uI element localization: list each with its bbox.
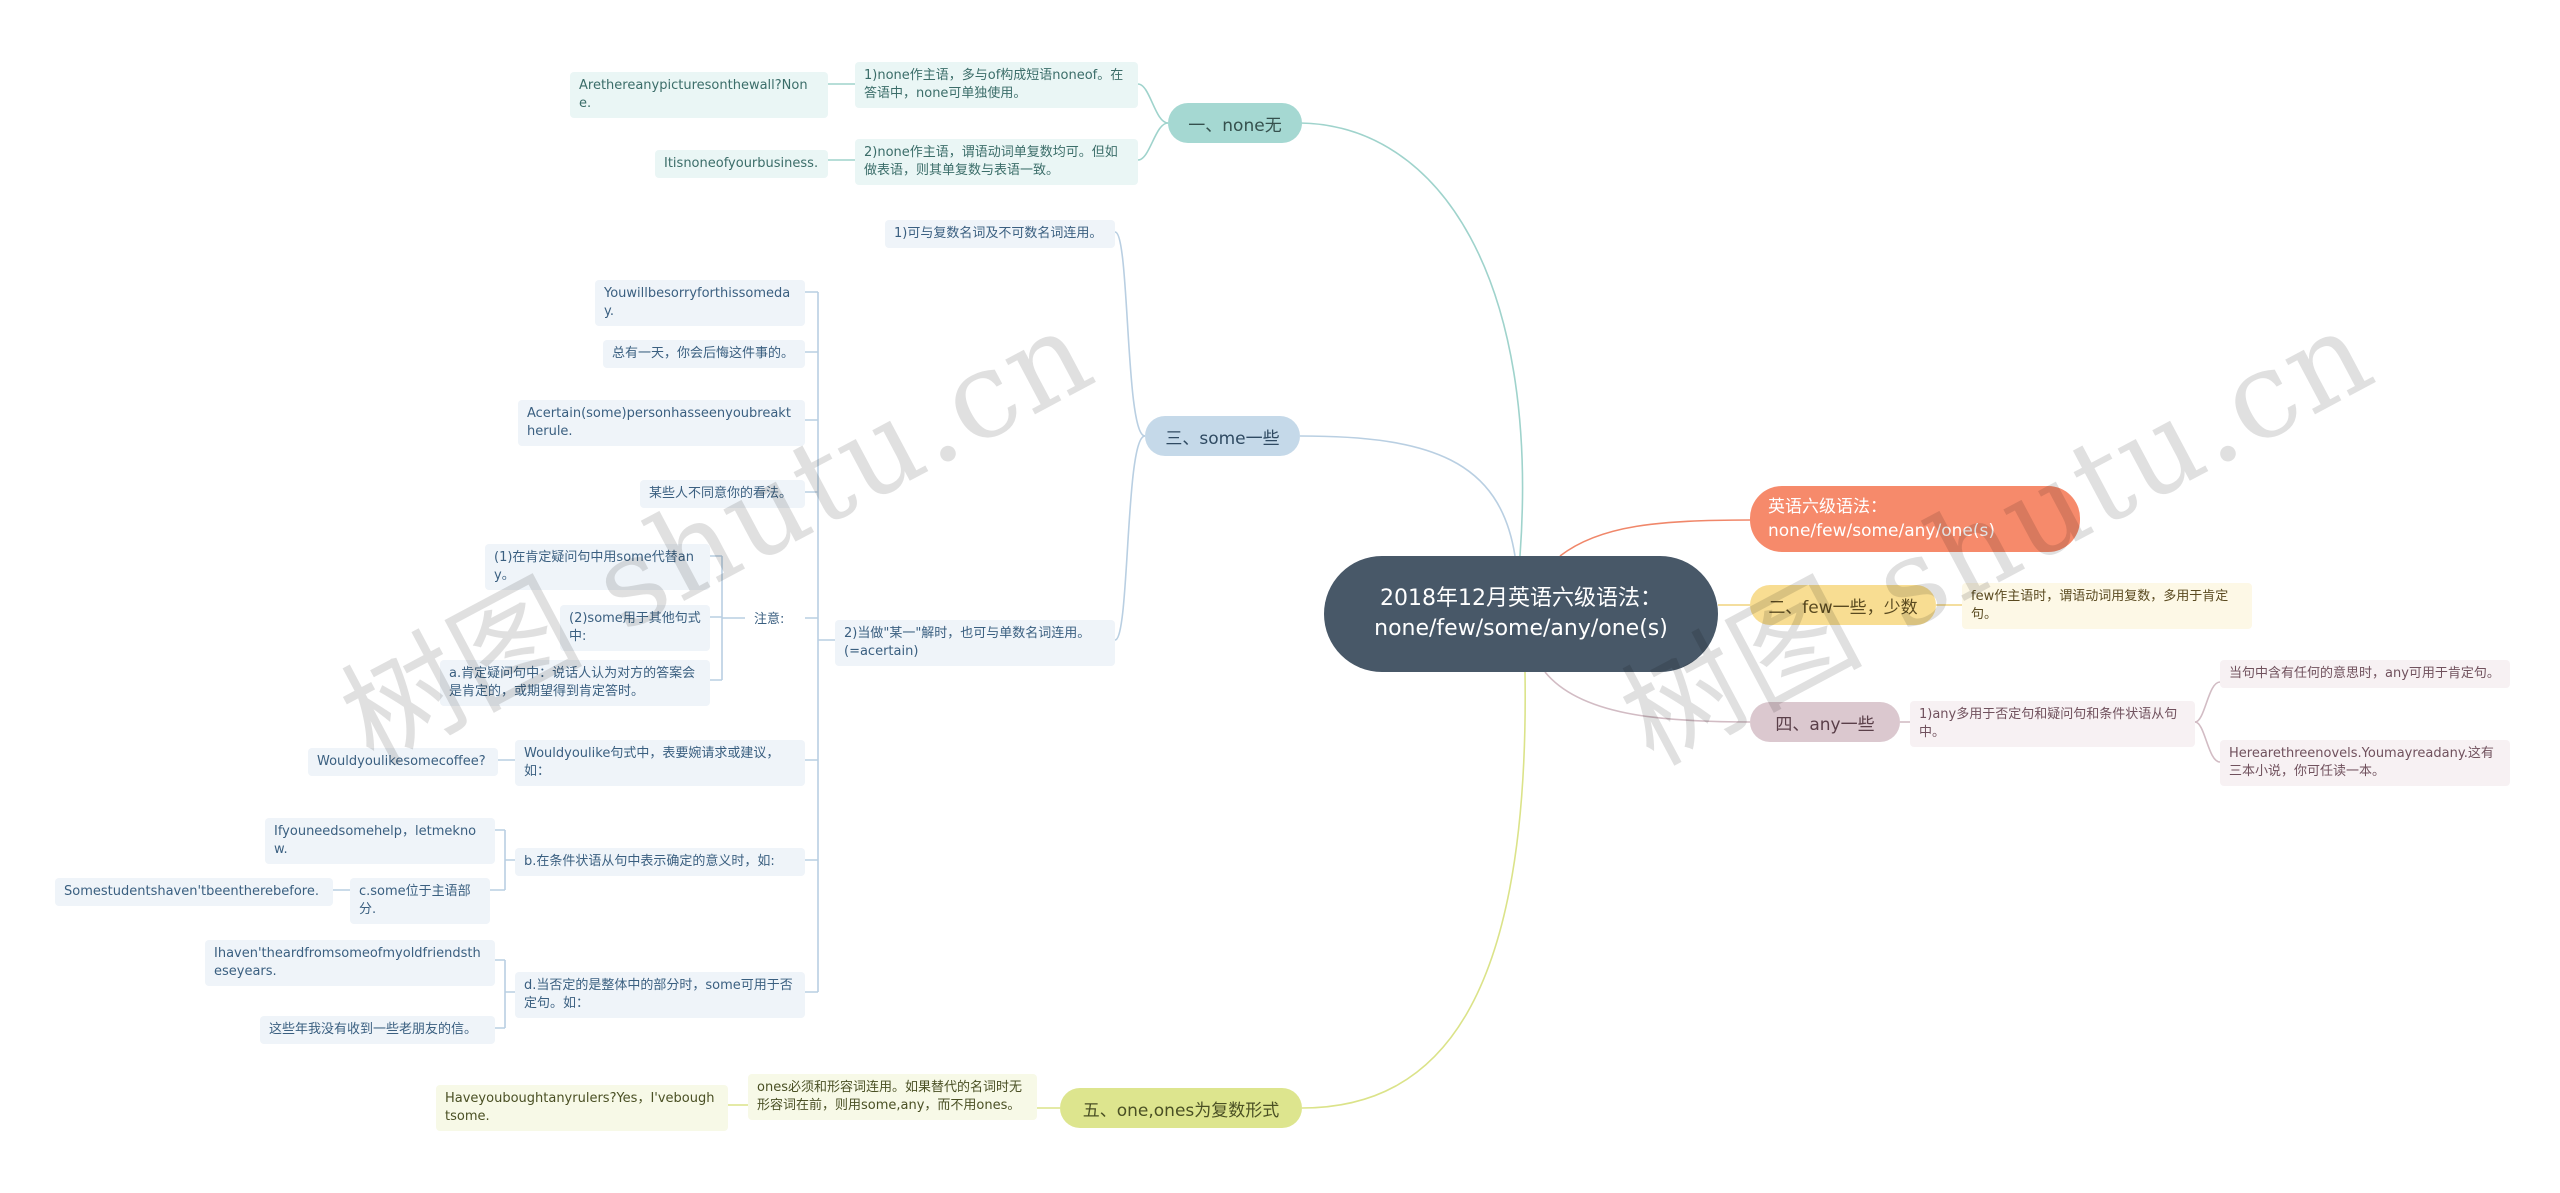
any-detail-2[interactable]: Herearethreenovels.Youmayreadany.这有三本小说，… [2220, 740, 2510, 786]
title-node[interactable]: 英语六级语法：none/few/some/any/one(s) [1750, 486, 2080, 552]
some-subject[interactable]: c.some位于主语部分. [350, 878, 490, 924]
some-example-4[interactable]: 某些人不同意你的看法。 [640, 480, 805, 508]
edge-b1-p1 [1137, 83, 1169, 124]
edge-b1-p2 [1137, 122, 1169, 161]
some-note-label[interactable]: 注意: [754, 612, 785, 627]
some-negative-example-2[interactable]: 这些年我没有收到一些老朋友的信。 [260, 1016, 495, 1044]
some-conditional-example[interactable]: Ifyouneedsomehelp，letmeknow. [265, 818, 495, 864]
some-point-1[interactable]: 1)可与复数名词及不可数名词连用。 [885, 220, 1115, 248]
few-point-1[interactable]: few作主语时，谓语动词用复数，多用于肯定句。 [1962, 583, 2252, 629]
some-negative-example-1[interactable]: Ihaven'theardfromsomeofmyoldfriendsthese… [205, 940, 495, 986]
some-note-3[interactable]: a.肯定疑问句中：说话人认为对方的答案会是肯定的，或期望得到肯定答时。 [440, 660, 710, 706]
branch-any[interactable]: 四、any一些 [1750, 702, 1900, 742]
edge-b3-p2 [1114, 435, 1146, 641]
none-example-2[interactable]: Itisnoneofyourbusiness. [655, 150, 828, 178]
none-point-2[interactable]: 2)none作主语，谓语动词单复数均可。但如做表语，则其单复数与表语一致。 [855, 139, 1138, 185]
edge-center-b3 [1299, 435, 1516, 557]
ones-point-1[interactable]: ones必须和形容词连用。如果替代的名词时无形容词在前，则用some,any，而… [748, 1074, 1037, 1120]
some-subject-example[interactable]: Somestudentshaven'tbeentherebefore. [55, 878, 333, 906]
edge-b3-p1 [1114, 231, 1146, 437]
any-point-1[interactable]: 1)any多用于否定句和疑问句和条件状语从句中。 [1910, 701, 2195, 747]
some-note-1[interactable]: (1)在肯定疑问句中用some代替any。 [485, 544, 710, 590]
edge-center-b5 [1301, 671, 1526, 1109]
some-would-you-like[interactable]: Wouldyoulike句式中，表要婉请求或建议，如： [515, 740, 805, 786]
central-topic[interactable]: 2018年12月英语六级语法：none/few/some/any/one(s) [1324, 556, 1718, 672]
some-would-example[interactable]: Wouldyoulikesomecoffee? [308, 748, 498, 776]
branch-one-ones[interactable]: 五、one,ones为复数形式 [1060, 1088, 1302, 1128]
some-example-1[interactable]: Youwillbesorryforthissomeday. [595, 280, 805, 326]
branch-few[interactable]: 二、few一些，少数 [1750, 585, 1936, 625]
edge-center-b4 [1544, 671, 1751, 723]
edge-center-title [1559, 519, 1751, 557]
none-point-1[interactable]: 1)none作主语，多与of构成短语noneof。在答语中，none可单独使用。 [855, 62, 1138, 108]
ones-example[interactable]: Haveyouboughtanyrulers?Yes，I'veboughtsom… [436, 1085, 728, 1131]
some-note-2[interactable]: (2)some用于其他句式中: [560, 605, 710, 651]
branch-some[interactable]: 三、some一些 [1145, 416, 1300, 456]
any-detail-1[interactable]: 当句中含有任何的意思时，any可用于肯定句。 [2220, 660, 2510, 688]
some-conditional[interactable]: b.在条件状语从句中表示确定的意义时，如: [515, 848, 805, 876]
some-point-2[interactable]: 2)当做"某一"解时，也可与单数名词连用。(=acertain) [835, 620, 1115, 666]
branch-none[interactable]: 一、none无 [1168, 103, 1302, 143]
some-negative[interactable]: d.当否定的是整体中的部分时，some可用于否定句。如： [515, 972, 805, 1018]
edge-center-b1 [1299, 122, 1524, 557]
some-example-2[interactable]: 总有一天，你会后悔这件事的。 [603, 340, 805, 368]
some-example-3[interactable]: Acertain(some)personhasseenyoubreaktheru… [518, 400, 805, 446]
none-example-1[interactable]: Arethereanypicturesonthewall?None. [570, 72, 828, 118]
